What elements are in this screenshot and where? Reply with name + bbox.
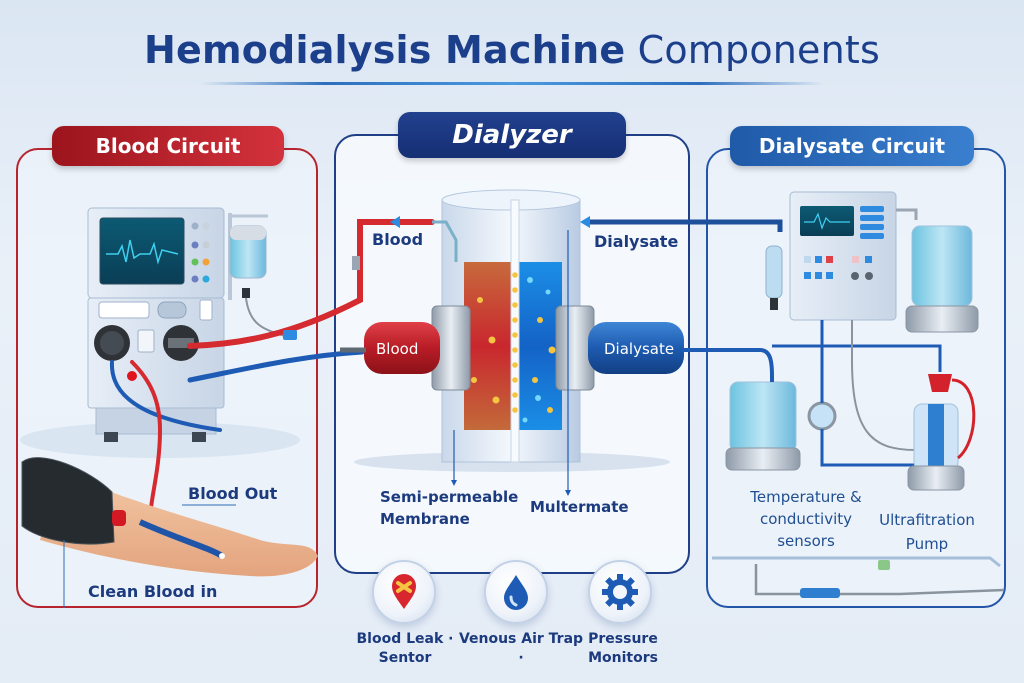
membrane-line-1: Semi-permeable (380, 488, 519, 506)
venous-air-trap-label: Venous Air Trap · (456, 630, 586, 668)
patient-arm-illustration (21, 457, 318, 608)
dialyzer-heading: Dialyzer (398, 112, 626, 158)
pressure-monitors-line-2: Monitors (588, 650, 658, 666)
sensors-line-2: conductivity (759, 510, 853, 528)
blood-circuit-heading: Blood Circuit (52, 126, 284, 166)
dialyzer-illustration (340, 189, 783, 496)
dialyzer-blood-inlet-label: Blood (372, 230, 424, 249)
title-underline (200, 82, 824, 85)
pump-line-2: Pump (905, 535, 949, 553)
temperature-conductivity-sensors-label: Temperature & conductivity sensors (736, 486, 876, 552)
semi-permeable-membrane-label: Semi-permeable Membrane (380, 486, 518, 530)
water-drop-icon (504, 575, 528, 610)
pressure-monitors-label: Pressure Monitors (578, 630, 668, 668)
blood-leak-sensor-badge (372, 560, 436, 624)
sensors-line-3: sensors (777, 532, 835, 550)
membrane-line-2: Membrane (380, 510, 470, 528)
gear-icon (602, 574, 638, 610)
blood-cap-label: Blood (376, 340, 419, 358)
dialyzer-dialysate-inlet-label: Dialysate (594, 232, 679, 251)
title-bold: Hemodialysis Machine (143, 28, 626, 72)
title-light: Components (637, 28, 881, 72)
pump-line-1: Ultrafitration (879, 511, 975, 529)
pressure-monitors-badge (588, 560, 652, 624)
ultrafiltration-pump-label: Ultrafitration Pump (872, 508, 982, 556)
blood-tubing (109, 219, 435, 522)
multermate-label: Multermate (530, 498, 629, 516)
blood-leak-line-2: Sentor (378, 650, 432, 666)
venous-air-trap-line-1: Venous Air Trap · (458, 631, 584, 666)
dialysate-cap-label: Dialysate (604, 340, 675, 358)
blood-leak-sensor-label: Blood Leak · Sentor (350, 630, 460, 668)
dialysate-machine-illustration (712, 191, 1005, 598)
blood-leak-line-1: Blood Leak · (356, 631, 454, 647)
dialysate-circuit-heading: Dialysate Circuit (730, 126, 974, 166)
clean-blood-in-label: Clean Blood in (88, 582, 218, 601)
sensors-line-1: Temperature & (750, 488, 862, 506)
page-title: Hemodialysis Machine Components (0, 28, 1024, 72)
venous-air-trap-badge (484, 560, 548, 624)
blood-out-label: Blood Out (188, 484, 278, 503)
blood-leak-pin-icon (392, 574, 416, 609)
pressure-monitors-line-1: Pressure (588, 631, 658, 647)
